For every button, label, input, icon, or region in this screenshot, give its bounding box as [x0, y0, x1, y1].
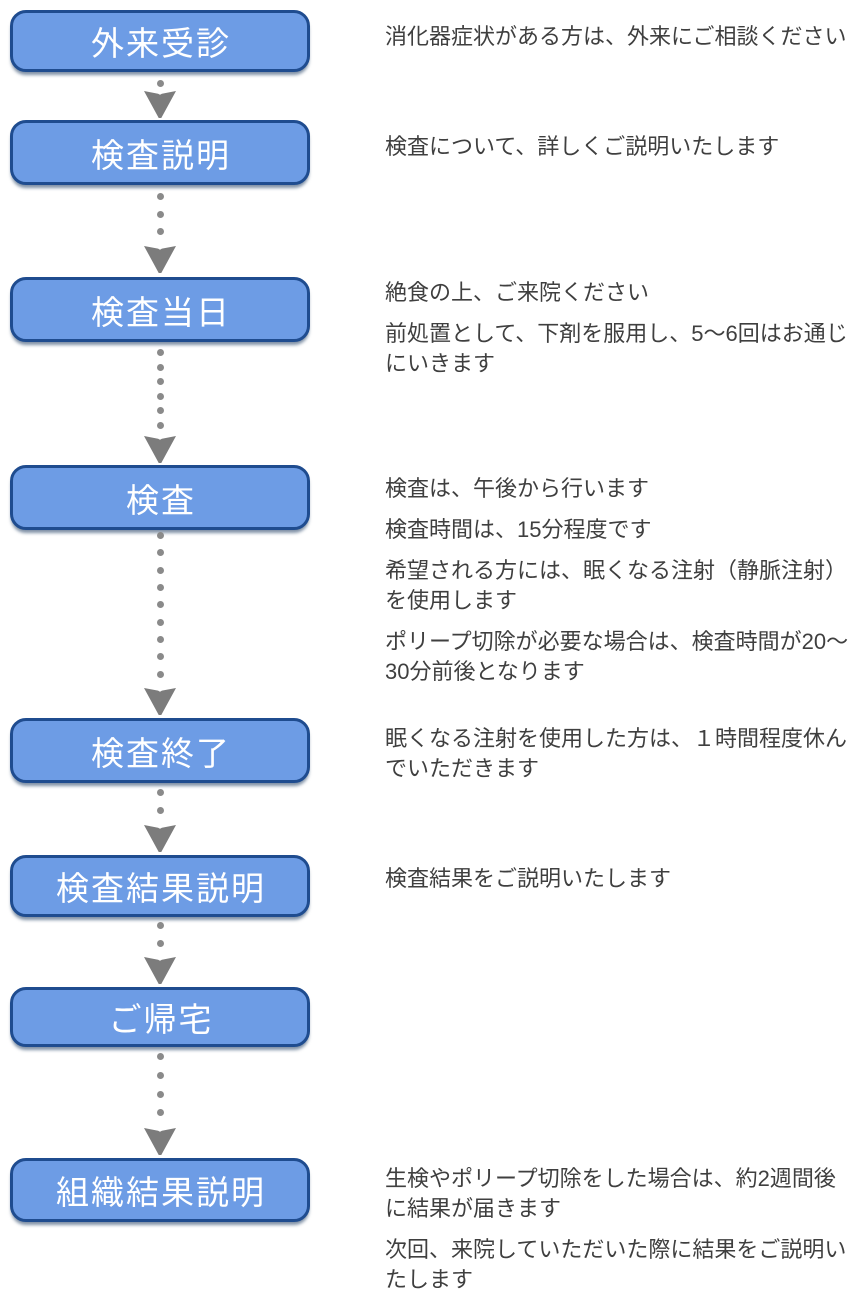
connector-dot [156, 421, 164, 429]
connector-4 [144, 532, 176, 715]
notes-exam-day: 絶食の上、ご来院ください 前処置として、下剤を服用し、5～6回はお通じにいきます [385, 278, 857, 390]
note-text: 眠くなる注射を使用した方は、１時間程度休んでいただきます [385, 726, 848, 781]
note-text: 生検やポリープ切除をした場合は、約2週間後に結果が届きます [385, 1166, 836, 1221]
note-text: 前処置として、下剤を服用し、5～6回はお通じにいきます [385, 321, 848, 376]
connector-1 [144, 80, 176, 118]
connector-5 [144, 789, 176, 852]
step-box-examination: 検査 [10, 465, 310, 530]
note-text: ポリープ切除が必要な場合は、検査時間が20～30分前後となります [385, 629, 849, 684]
step-label: 検査結果説明 [56, 870, 266, 907]
notes-exam-explanation: 検査について、詳しくご説明いたします [385, 132, 857, 173]
arrow-down-icon [144, 1128, 176, 1155]
connector-dot [156, 1109, 164, 1117]
connector-dot [156, 532, 164, 539]
connector-dot [156, 407, 164, 414]
connector-dot [156, 378, 164, 385]
connector-dot [156, 1071, 164, 1079]
note-text: 検査時間は、15分程度です [385, 517, 652, 542]
connector-3 [144, 349, 176, 463]
connector-dot [156, 349, 164, 356]
step-label: 検査当日 [91, 293, 231, 331]
connector-dot [156, 789, 164, 796]
note-text: 検査は、午後から行います [385, 476, 650, 501]
arrow-down-icon [144, 825, 176, 852]
step-box-outpatient-visit: 外来受診 [10, 10, 310, 72]
arrow-down-icon [144, 957, 176, 984]
connector-dot [156, 939, 164, 947]
arrow-down-icon [144, 687, 176, 715]
note-text: 次回、来院していただいた際に結果をご説明いたします [385, 1237, 847, 1292]
connector-dot [156, 601, 164, 609]
connector-dot [156, 1053, 164, 1060]
connector-dot [156, 392, 164, 400]
connector-dot [156, 210, 164, 218]
connector-dot [156, 618, 164, 626]
note-text: 絶食の上、ご来院ください [385, 280, 650, 305]
step-label: 外来受診 [91, 25, 231, 62]
connector-dot [156, 228, 164, 236]
connector-dot [156, 670, 164, 678]
step-box-go-home: ご帰宅 [10, 987, 310, 1047]
step-box-exam-end: 検査終了 [10, 718, 310, 783]
connector-dot [156, 807, 164, 814]
note-text: 希望される方には、眠くなる注射（静脈注射）を使用します [385, 558, 848, 613]
connector-dot [156, 1090, 164, 1098]
step-box-exam-explanation: 検査説明 [10, 120, 310, 185]
connector-6 [144, 922, 176, 984]
step-label: 組織結果説明 [56, 1174, 266, 1211]
note-text: 消化器症状がある方は、外来にご相談ください [385, 24, 847, 49]
note-text: 検査について、詳しくご説明いたします [385, 134, 780, 159]
connector-dot [156, 566, 164, 574]
step-box-result-explanation: 検査結果説明 [10, 855, 310, 917]
step-label: 検査終了 [91, 734, 231, 772]
step-label: 検査説明 [91, 136, 231, 174]
arrow-down-icon [144, 436, 176, 463]
step-label: ご帰宅 [108, 1001, 214, 1038]
connector-dot [156, 193, 164, 200]
notes-tissue-result-explanation: 生検やポリープ切除をした場合は、約2週間後に結果が届きます 次回、来院していただ… [385, 1164, 857, 1299]
notes-exam-end: 眠くなる注射を使用した方は、１時間程度休んでいただきます [385, 724, 857, 795]
step-box-tissue-result-explanation: 組織結果説明 [10, 1158, 310, 1222]
connector-dot [156, 922, 164, 929]
step-label: 検査 [126, 481, 196, 519]
connector-dot [156, 549, 164, 557]
notes-outpatient-visit: 消化器症状がある方は、外来にご相談ください [385, 22, 857, 63]
connector-dot [156, 363, 164, 371]
arrow-down-icon [144, 245, 176, 273]
notes-examination: 検査は、午後から行います 検査時間は、15分程度です 希望される方には、眠くなる… [385, 474, 857, 698]
notes-result-explanation: 検査結果をご説明いたします [385, 864, 857, 905]
connector-2 [144, 193, 176, 273]
connector-dot [156, 635, 164, 643]
connector-dot [156, 653, 164, 661]
connector-7 [144, 1053, 176, 1155]
connector-dot [156, 80, 164, 87]
connector-dot [156, 583, 164, 591]
step-box-exam-day: 検査当日 [10, 277, 310, 342]
note-text: 検査結果をご説明いたします [385, 866, 672, 891]
arrow-down-icon [144, 91, 176, 118]
